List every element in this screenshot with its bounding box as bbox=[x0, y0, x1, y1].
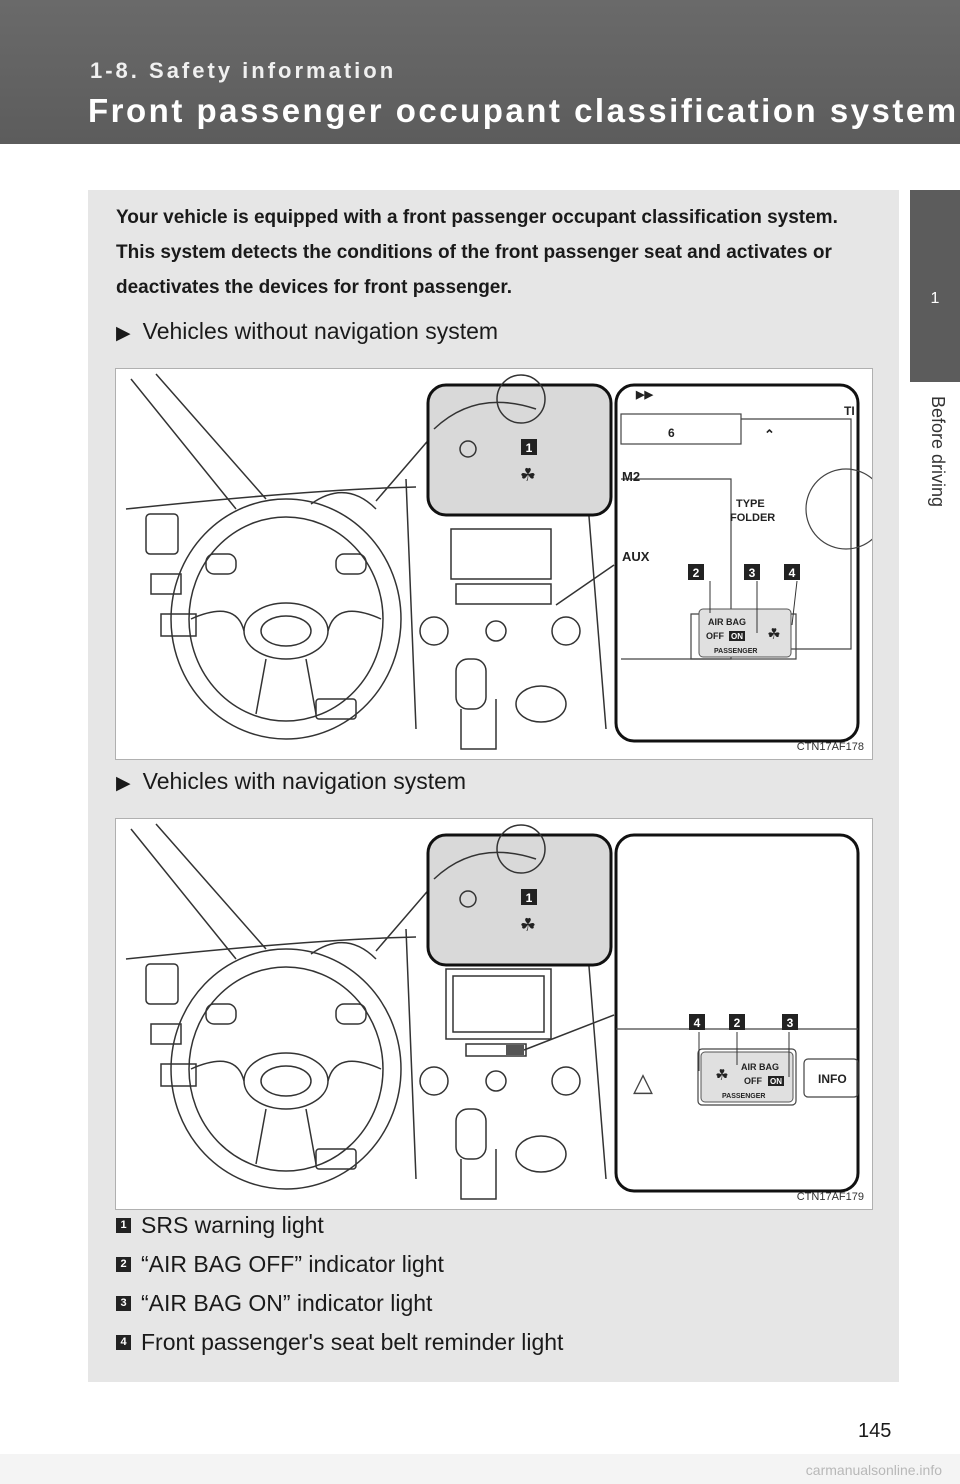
legend-item: 4 Front passenger's seat belt reminder l… bbox=[116, 1323, 563, 1362]
legend-text: “AIR BAG ON” indicator light bbox=[141, 1290, 433, 1316]
chapter-number: 1 bbox=[930, 290, 940, 307]
callout-3-label: 3 bbox=[787, 1016, 794, 1030]
srs-warning-icon: ☘ bbox=[520, 915, 536, 936]
aux-label: AUX bbox=[622, 549, 650, 564]
chapter-tab[interactable]: 1 bbox=[910, 190, 960, 382]
variant-heading-with-nav: ▶ Vehicles with navigation system bbox=[116, 768, 466, 795]
variant-heading-without-nav: ▶ Vehicles without navigation system bbox=[116, 318, 498, 345]
legend-item: 1 SRS warning light bbox=[116, 1206, 563, 1245]
legend-item: 2 “AIR BAG OFF” indicator light bbox=[116, 1245, 563, 1284]
callout-legend: 1 SRS warning light 2 “AIR BAG OFF” indi… bbox=[116, 1206, 563, 1362]
dashboard-illustration: 1 ☘ △ ☘ AIR BAG OFF ON PASSENGER INFO 4 … bbox=[125, 823, 860, 1200]
airbag-on-label: ON bbox=[731, 632, 743, 641]
legend-text: Front passenger's seat belt reminder lig… bbox=[141, 1329, 564, 1355]
svg-text:▶▶: ▶▶ bbox=[635, 389, 653, 401]
airbag-on-label: ON bbox=[770, 1077, 782, 1086]
legend-text: SRS warning light bbox=[141, 1212, 324, 1238]
callout-1-label: 1 bbox=[526, 891, 533, 905]
legend-number: 2 bbox=[116, 1257, 131, 1272]
callout-4-label: 4 bbox=[789, 566, 796, 580]
preset-6-label: 6 bbox=[668, 426, 675, 440]
legend-number: 4 bbox=[116, 1335, 131, 1350]
srs-warning-icon: ☘ bbox=[520, 465, 536, 486]
seatbelt-reminder-icon: ☘ bbox=[715, 1066, 728, 1084]
legend-text: “AIR BAG OFF” indicator light bbox=[141, 1251, 444, 1277]
dashboard-illustration: 1 ☘ ▶▶ 6 TI M2 AUX ⌃ TYPE FOLDER AIR BAG… bbox=[125, 373, 872, 750]
airbag-label: AIR BAG bbox=[741, 1062, 779, 1072]
m2-button-label: M2 bbox=[622, 469, 640, 484]
callout-1-marker bbox=[521, 889, 537, 905]
hazard-icon: △ bbox=[633, 1068, 653, 1098]
passenger-label: PASSENGER bbox=[722, 1093, 765, 1100]
callout-3-label: 3 bbox=[749, 566, 756, 580]
passenger-label: PASSENGER bbox=[714, 648, 757, 655]
legend-item: 3 “AIR BAG ON” indicator light bbox=[116, 1284, 563, 1323]
airbag-off-label: OFF bbox=[744, 1076, 762, 1086]
figure-code: CTN17AF178 bbox=[796, 741, 864, 753]
airbag-indicator-panel: ☘ AIR BAG OFF ON PASSENGER bbox=[700, 1051, 794, 1103]
page-header: 1-8. Safety information Front passenger … bbox=[0, 0, 960, 144]
callout-2-label: 2 bbox=[693, 566, 700, 580]
page-number: 145 bbox=[858, 1420, 892, 1442]
figure-with-navigation: 1 ☘ △ ☘ AIR BAG OFF ON PASSENGER INFO 4 … bbox=[115, 818, 873, 1210]
panel-edge-label: TI bbox=[844, 404, 855, 418]
variant-heading-text: Vehicles with navigation system bbox=[142, 768, 467, 794]
svg-text:⌃: ⌃ bbox=[764, 427, 775, 442]
callout-1-label: 1 bbox=[526, 441, 533, 455]
callout-4-label: 4 bbox=[694, 1016, 701, 1030]
callout-2-label: 2 bbox=[734, 1016, 741, 1030]
arrow-bullet-icon: ▶ bbox=[116, 323, 131, 344]
callout-1-marker bbox=[521, 439, 537, 455]
figure-without-navigation: 1 ☘ ▶▶ 6 TI M2 AUX ⌃ TYPE FOLDER AIR BAG… bbox=[115, 368, 873, 760]
page-title: Front passenger occupant classification … bbox=[88, 92, 959, 129]
type-folder-label-2: FOLDER bbox=[730, 512, 775, 524]
footer: carmanualsonline.info bbox=[0, 1454, 960, 1484]
airbag-indicator-panel: AIR BAG OFF ON ☘ PASSENGER bbox=[698, 608, 792, 658]
airbag-label: AIR BAG bbox=[708, 617, 746, 627]
legend-number: 3 bbox=[116, 1296, 131, 1311]
info-button-label[interactable]: INFO bbox=[818, 1072, 847, 1086]
section-label: 1-8. Safety information bbox=[90, 58, 397, 83]
arrow-bullet-icon: ▶ bbox=[116, 773, 131, 794]
chapter-label: Before driving bbox=[928, 396, 948, 508]
figure-code: CTN17AF179 bbox=[796, 1191, 864, 1203]
seatbelt-reminder-icon: ☘ bbox=[767, 625, 780, 643]
intro-paragraph: Your vehicle is equipped with a front pa… bbox=[116, 207, 838, 298]
variant-heading-text: Vehicles without navigation system bbox=[142, 318, 499, 344]
airbag-off-label: OFF bbox=[706, 631, 724, 641]
footer-watermark[interactable]: carmanualsonline.info bbox=[805, 1462, 942, 1478]
type-folder-label-1: TYPE bbox=[736, 498, 765, 510]
legend-number: 1 bbox=[116, 1218, 131, 1233]
